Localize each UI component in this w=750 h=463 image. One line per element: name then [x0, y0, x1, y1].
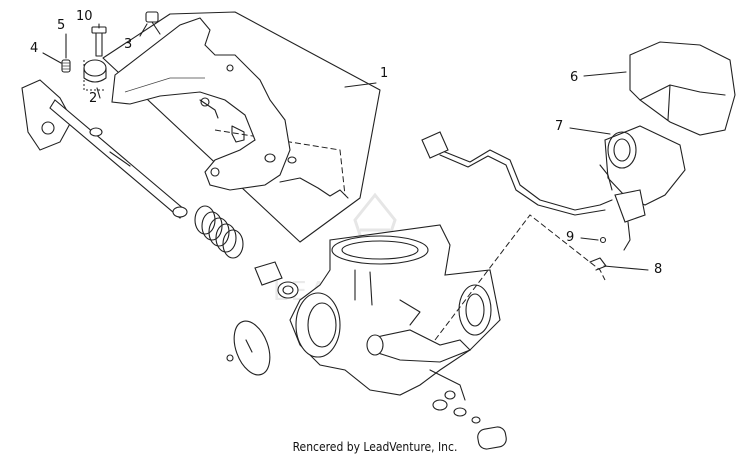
bolt-3 [145, 11, 161, 35]
bracket-plate [111, 17, 349, 199]
callout-3: 3 [124, 37, 133, 52]
callout-4: 4 [30, 41, 39, 56]
callout-8: 8 [654, 262, 663, 277]
footer-credit: Rencered by LeadVenture, Inc. [292, 440, 458, 454]
spring-5 [61, 59, 71, 73]
leader-lines [42, 23, 649, 271]
callout-10: 10 [76, 9, 93, 24]
callout-5: 5 [57, 18, 66, 33]
knob-2 [83, 59, 107, 83]
connector-dash [434, 214, 606, 341]
callout-7: 7 [555, 119, 564, 134]
callout-6: 6 [570, 70, 579, 85]
throttle-disc [226, 320, 271, 376]
wire-harness [421, 131, 613, 216]
throttle-body [289, 224, 501, 401]
callout-2: 2 [89, 91, 98, 106]
choke-starter-7 [604, 125, 686, 251]
screw-10 [91, 26, 107, 57]
screw-9 [599, 236, 607, 244]
callout-9: 9 [566, 230, 575, 245]
bracket-box [102, 11, 381, 243]
small-fittings [432, 390, 507, 450]
throttle-shaft [21, 79, 188, 219]
bushings [254, 261, 299, 299]
clip-8 [589, 257, 607, 271]
coil-spring [194, 205, 244, 259]
callout-1: 1 [380, 66, 389, 81]
cap-6 [629, 41, 736, 136]
knob-group-line [83, 60, 106, 91]
